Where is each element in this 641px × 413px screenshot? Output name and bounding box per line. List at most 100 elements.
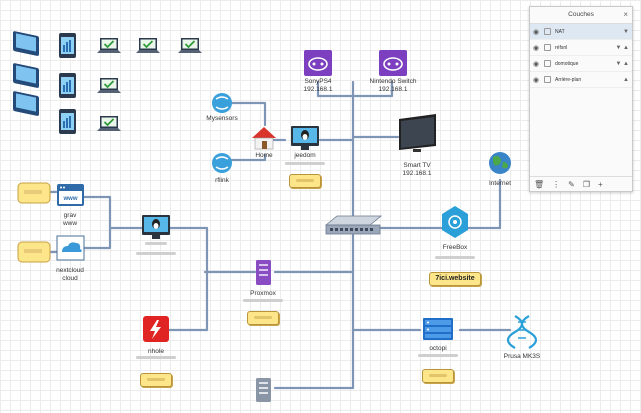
node-label-nhole: nhole bbox=[148, 348, 164, 355]
laptop-check-icon bbox=[97, 116, 121, 131]
redacted-text bbox=[435, 256, 475, 259]
reorder-arrows-icon[interactable]: ▲ bbox=[623, 76, 629, 83]
node-label-jeedom: jeedom bbox=[294, 152, 316, 159]
redacted-text bbox=[24, 249, 42, 253]
lightning-app-icon[interactable] bbox=[143, 316, 169, 342]
node-label-proxmox: Proxmox bbox=[250, 290, 276, 297]
redacted-text bbox=[136, 356, 176, 359]
node-label-internet: Internet bbox=[488, 180, 512, 187]
phone-icon bbox=[59, 33, 76, 58]
layer-name: domotique bbox=[555, 60, 579, 67]
laptop-check-icon bbox=[97, 38, 121, 53]
laptop-check-icon bbox=[136, 38, 160, 53]
more-icon[interactable]: ⋮ bbox=[552, 179, 561, 189]
redacted-text bbox=[136, 252, 176, 255]
node-label-rflink: rflink bbox=[215, 177, 229, 184]
layers-panel-header: Couches × bbox=[530, 7, 632, 24]
eye-icon[interactable]: ◉ bbox=[533, 76, 540, 84]
svg-text:www: www bbox=[62, 196, 77, 202]
node-label-text: SonyPS4 bbox=[304, 78, 332, 85]
redacted-text bbox=[418, 354, 458, 357]
linux-monitor-icon[interactable] bbox=[291, 126, 319, 150]
reorder-arrows-icon[interactable]: ▼ ▲ bbox=[615, 60, 629, 67]
add-icon[interactable]: + bbox=[598, 179, 603, 189]
layers-panel-title: Couches bbox=[568, 11, 594, 18]
tablet-icon bbox=[13, 91, 39, 116]
layer-row[interactable]: ◉ domotique ▼ ▲ bbox=[530, 56, 632, 72]
node-sub-text: www bbox=[62, 219, 78, 227]
node-label-mysensors: Mysensors bbox=[206, 115, 238, 122]
redacted-tag bbox=[247, 311, 279, 325]
layer-name: Arrière-plan bbox=[555, 76, 582, 83]
lock-icon[interactable] bbox=[544, 76, 551, 83]
wireless-node-icon[interactable] bbox=[212, 153, 232, 173]
redacted-tag bbox=[140, 373, 172, 387]
layer-row[interactable]: ◉ réfsnl ▼ ▲ bbox=[530, 40, 632, 56]
node-ip-text: 192.168.1 bbox=[378, 85, 408, 93]
node-label-text: Smart TV bbox=[403, 162, 431, 169]
layers-panel[interactable]: Couches × ◉ NAT ▼ ◉ réfsnl ▼ ▲ ◉ domotique ▼ ▲ ◉ A… bbox=[529, 6, 633, 192]
server-icon[interactable] bbox=[256, 260, 271, 285]
web-server-icon[interactable]: www bbox=[57, 184, 84, 206]
device-grid bbox=[13, 31, 202, 134]
redacted-text bbox=[145, 242, 167, 245]
dna-icon[interactable] bbox=[506, 315, 538, 349]
eye-icon[interactable]: ◉ bbox=[533, 60, 540, 68]
linux-monitor-icon[interactable] bbox=[142, 215, 170, 239]
reorder-arrows-icon[interactable]: ▼ ▲ bbox=[615, 44, 629, 51]
layer-row[interactable]: ◉ Arrière-plan ▲ bbox=[530, 72, 632, 88]
redacted-text bbox=[24, 190, 42, 194]
node-label-home: Home bbox=[255, 152, 273, 159]
wireless-node-icon[interactable] bbox=[212, 93, 232, 113]
eye-icon[interactable]: ◉ bbox=[533, 28, 540, 36]
network-switch-icon[interactable] bbox=[324, 215, 383, 235]
gamepad-icon[interactable] bbox=[379, 50, 407, 76]
layer-name: NAT bbox=[555, 28, 565, 35]
node-label-text: Nintendo Switch bbox=[369, 78, 417, 85]
node-label-freebox: FreeBox bbox=[442, 244, 468, 251]
phone-icon bbox=[59, 73, 76, 98]
node-label-prusa: Prusa MK3S bbox=[503, 353, 541, 360]
trash-icon[interactable]: 🗑 bbox=[534, 179, 545, 189]
layer-row[interactable]: ◉ NAT ▼ bbox=[530, 24, 632, 40]
close-icon[interactable]: × bbox=[623, 10, 628, 19]
server-icon[interactable] bbox=[256, 378, 271, 402]
node-sub-text: cloud bbox=[62, 274, 78, 282]
redacted-tag bbox=[422, 369, 454, 383]
edit-icon[interactable]: ✎ bbox=[568, 179, 575, 189]
lock-icon[interactable] bbox=[544, 44, 551, 51]
node-label-octopi: octopi bbox=[429, 345, 447, 352]
home-icon[interactable] bbox=[252, 127, 276, 150]
lock-icon[interactable] bbox=[544, 60, 551, 67]
node-ip-text: 192.168.1 bbox=[402, 169, 432, 177]
redacted-text bbox=[243, 299, 283, 302]
gamepad-icon[interactable] bbox=[304, 50, 332, 76]
eye-icon[interactable]: ◉ bbox=[533, 44, 540, 52]
router-icon[interactable] bbox=[442, 206, 468, 238]
laptop-check-icon bbox=[97, 78, 121, 93]
node-ip-text: 192.168.1 bbox=[303, 85, 333, 93]
tablet-icon bbox=[13, 63, 39, 88]
rack-server-icon[interactable] bbox=[423, 318, 453, 340]
layers-toolbar: 🗑 ⋮ ✎ ❐ + bbox=[530, 176, 632, 191]
node-label-text: nextcloud bbox=[56, 267, 84, 274]
layer-name: réfsnl bbox=[555, 44, 568, 51]
reorder-arrows-icon[interactable]: ▼ bbox=[623, 28, 629, 35]
cloud-network-icon[interactable] bbox=[56, 235, 85, 261]
tv-icon[interactable] bbox=[399, 114, 436, 152]
redacted-tag bbox=[289, 174, 321, 188]
connection-lines bbox=[49, 80, 512, 390]
phone-icon bbox=[59, 109, 76, 134]
laptop-check-icon bbox=[178, 38, 202, 53]
globe-icon[interactable] bbox=[489, 152, 511, 174]
layers-list: ◉ NAT ▼ ◉ réfsnl ▼ ▲ ◉ domotique ▼ ▲ ◉ Arrière-pla… bbox=[530, 24, 632, 88]
tablet-icon bbox=[13, 31, 39, 56]
duplicate-icon[interactable]: ❐ bbox=[582, 179, 591, 189]
website-tag: 7ici.website bbox=[429, 272, 481, 286]
lock-icon[interactable] bbox=[544, 28, 551, 35]
